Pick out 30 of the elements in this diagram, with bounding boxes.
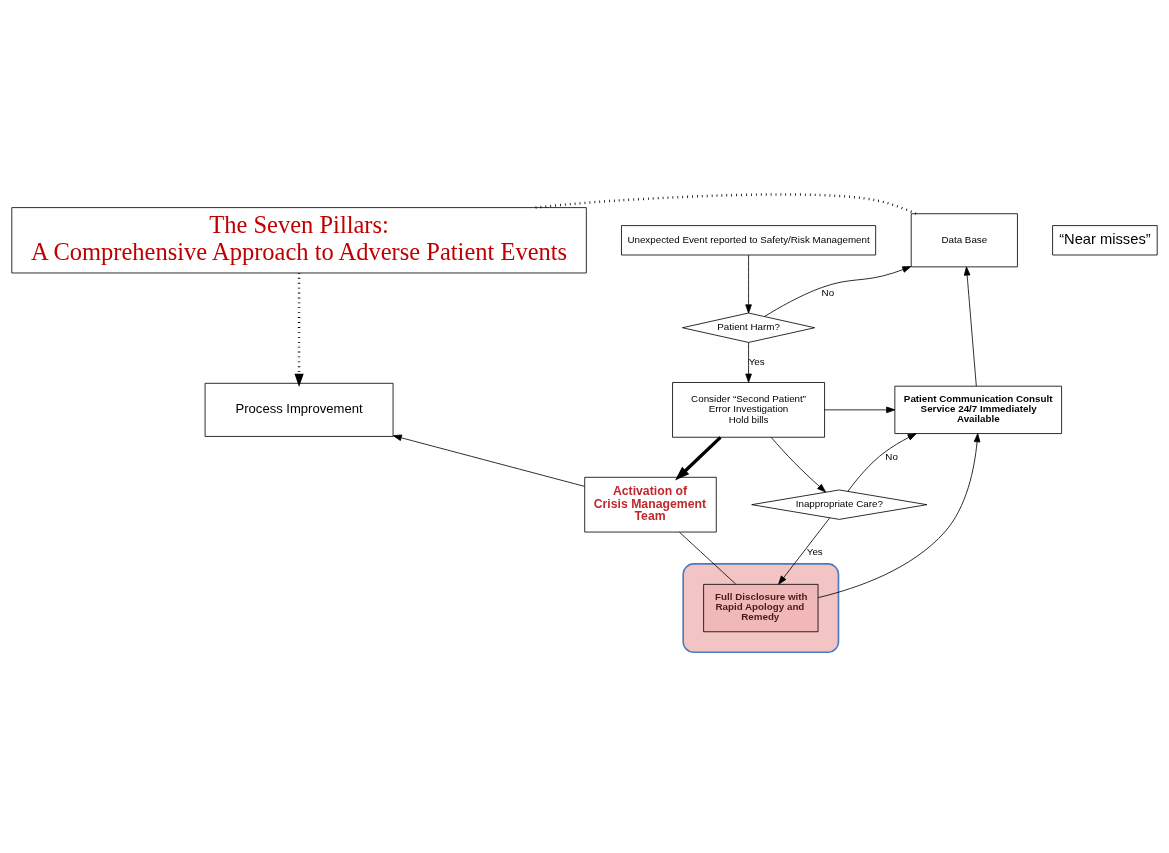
edge-label: Yes	[748, 356, 765, 367]
arrow	[770, 436, 826, 493]
node-diamond: Patient Harm?	[682, 312, 816, 343]
edge-label: No	[821, 286, 835, 298]
arrow	[824, 406, 896, 414]
arrow	[847, 433, 917, 492]
node-box: The Seven Pillars: A Comprehensive Approach to Adverse Patient Events	[11, 207, 587, 274]
cluster	[682, 563, 840, 653]
arrow	[745, 254, 752, 314]
arrow	[745, 342, 752, 383]
arrow	[778, 517, 831, 585]
arrow	[963, 266, 977, 387]
node-diamond: Inappropriate Care?	[751, 489, 928, 520]
arrow	[392, 434, 585, 487]
connector	[534, 193, 917, 215]
arrow	[675, 436, 722, 481]
node-box: Data Base	[910, 213, 1018, 268]
node-box: “Near misses”	[1052, 225, 1158, 256]
arrow	[764, 266, 912, 317]
node-box: Activation of Crisis Management Team	[584, 476, 717, 533]
node-box: Patient Communication Consult Service 24/7 Immediately Available	[894, 385, 1062, 434]
node-box: Consider “Second Patient” Error Investigation Hold bills	[672, 382, 825, 438]
arrow	[817, 433, 981, 599]
node-box: Unexpected Event reported to Safety/Risk Management	[621, 225, 877, 256]
node-box: Full Disclosure with Rapid Apology and Remedy	[703, 583, 819, 633]
edge-label: Yes	[806, 545, 823, 557]
arrow	[294, 273, 304, 387]
connector	[679, 531, 737, 585]
node-box: Process Improvement	[204, 382, 394, 437]
edge-label: No	[885, 450, 898, 462]
